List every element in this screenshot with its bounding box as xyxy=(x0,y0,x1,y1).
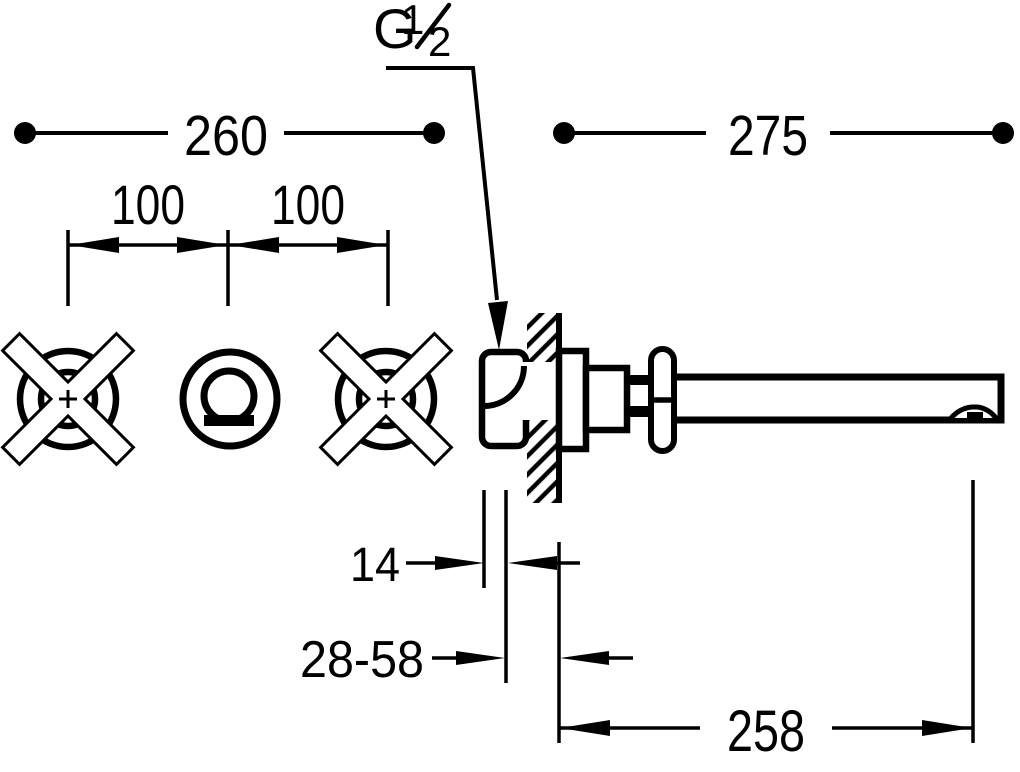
leader-arrowhead xyxy=(488,301,508,350)
left-cross-handle-front-view xyxy=(0,331,136,467)
dimension-100-100: 100 100 xyxy=(66,173,390,306)
right-cross-handle-front-view xyxy=(318,331,454,467)
dim-14-value: 14 xyxy=(350,539,400,592)
dim-arrowhead xyxy=(456,651,505,665)
dimension-275: 275 xyxy=(553,104,1014,168)
dim-arrowhead xyxy=(560,720,610,736)
aerator-base-bar xyxy=(204,415,254,426)
dim-100-right-value: 100 xyxy=(271,173,345,236)
aerator-hole xyxy=(967,412,983,419)
spout-assembly-side-view xyxy=(555,346,1005,454)
thread-connection-label: G 1 2 xyxy=(373,0,508,350)
leader-line xyxy=(386,66,499,301)
dim-arrowhead xyxy=(435,556,484,570)
fraction-numerator: 1 xyxy=(401,0,424,43)
dim-arrowhead xyxy=(177,237,226,253)
dimension-28-58: 28-58 xyxy=(300,631,633,689)
spout-base-body xyxy=(582,364,631,434)
dim-arrowhead xyxy=(337,237,386,253)
dim-275-value: 275 xyxy=(728,104,808,168)
dimension-260: 260 xyxy=(14,104,445,168)
dim-100-left-value: 100 xyxy=(111,173,185,236)
dimension-258: 258 xyxy=(560,699,972,764)
dim-arrowhead xyxy=(230,237,279,253)
dim-arrowhead xyxy=(922,720,972,736)
aerator-ring xyxy=(200,367,258,425)
dim-arrowhead xyxy=(560,651,609,665)
elbow-fitting-side-view xyxy=(478,348,559,450)
spout-tube xyxy=(668,373,1005,424)
wall-flange xyxy=(555,347,590,453)
fraction-denominator: 2 xyxy=(428,18,451,65)
dim-258-value: 258 xyxy=(727,699,805,764)
g-label: G xyxy=(373,0,417,60)
spout-outlet-front-view xyxy=(179,348,281,450)
dim-28-58-value: 28-58 xyxy=(300,631,424,689)
dim-260-value: 260 xyxy=(184,104,268,168)
dim-arrowhead xyxy=(508,556,557,570)
dim-arrowhead xyxy=(70,237,119,253)
elbow-bend-curve xyxy=(483,365,527,409)
thread-ring-top xyxy=(630,375,652,385)
elbow-neck xyxy=(521,362,559,420)
lower-extension-lines xyxy=(482,480,975,743)
thread-ring-bottom xyxy=(630,406,652,417)
dimension-14: 14 xyxy=(350,539,580,592)
fraction-slash xyxy=(414,2,452,50)
